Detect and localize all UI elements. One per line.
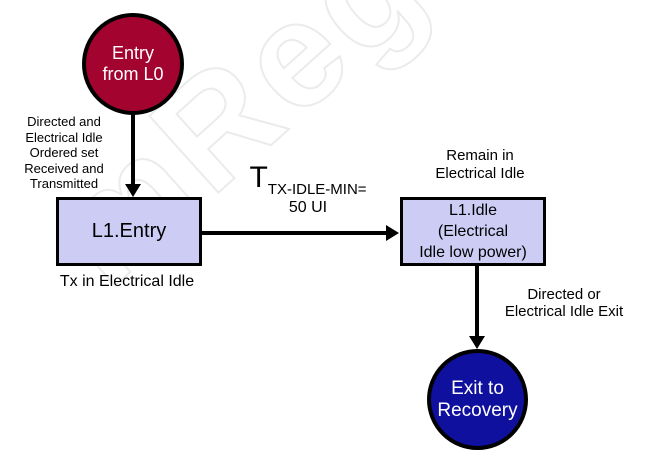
node-label-line: from L0 [102, 64, 164, 84]
node-label-line: Recovery [437, 399, 518, 421]
state-node-l1-idle: L1.Idle (Electrical Idle low power) [400, 197, 546, 266]
t-tx-idle-min-label: TTX-IDLE-MIN= 50 UI [213, 161, 403, 217]
node-label-line: Exit to [451, 377, 504, 399]
t-symbol: T [249, 161, 268, 194]
t-value: 50 UI [288, 199, 328, 216]
state-node-entry-from-l0: Entry from L0 [82, 13, 184, 115]
entry-condition-label: Directed and Electrical Idle Ordered set… [24, 114, 104, 192]
node-label-line: Entry [111, 43, 154, 63]
exit-condition-label: Directed or Electrical Idle Exit [504, 286, 624, 320]
tx-electrical-idle-label: Tx in Electrical Idle [59, 273, 195, 290]
arrow-l1idle-to-exit-line [475, 266, 479, 337]
arrow-entry-to-l1entry-line [131, 112, 135, 187]
t-subscript: TX-IDLE-MIN= [267, 181, 367, 198]
arrow-right-head-icon [386, 225, 399, 241]
node-label-line: (Electrical [437, 223, 509, 240]
remain-electrical-idle-label: Remain in Electrical Idle [435, 147, 525, 182]
state-node-exit-to-recovery: Exit to Recovery [427, 349, 528, 450]
arrow-down-head-icon [469, 336, 485, 349]
node-label-line: L1.Idle [448, 202, 498, 219]
arrow-down-head-icon [125, 184, 141, 197]
state-node-l1-entry: L1.Entry [56, 197, 202, 266]
node-label-line: Idle low power) [419, 244, 527, 261]
arrow-l1entry-to-l1idle-line [202, 231, 388, 235]
node-label: L1.Entry [91, 220, 167, 242]
